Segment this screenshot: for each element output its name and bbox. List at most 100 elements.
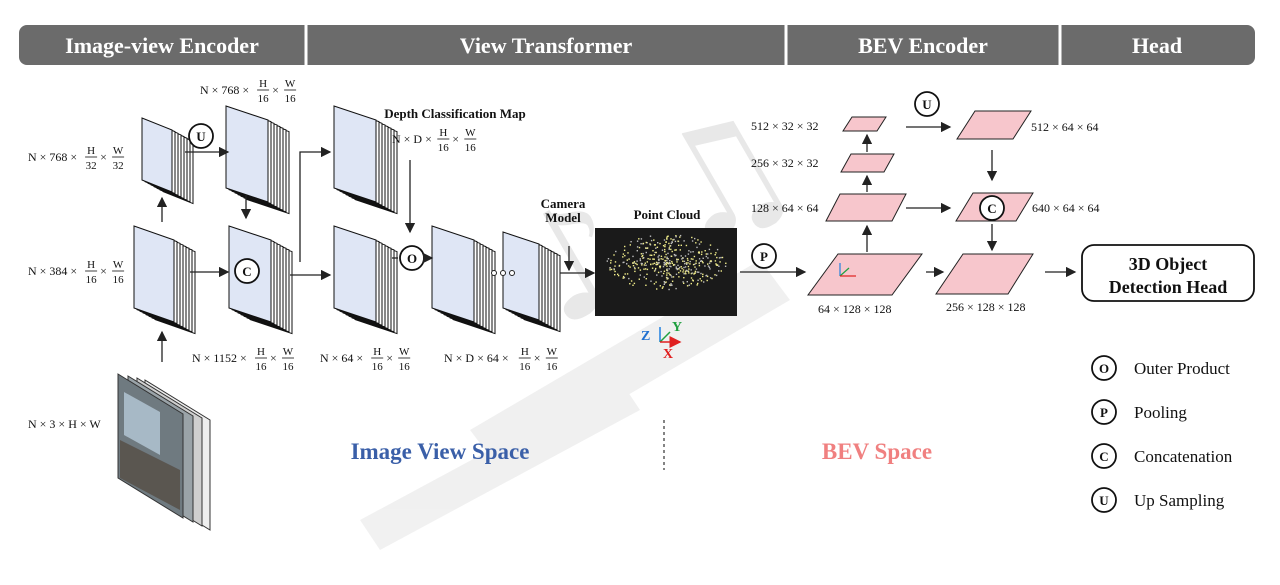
svg-text:W: W (285, 78, 296, 90)
op-upsample-enc: U (188, 123, 214, 149)
svg-text:16: 16 (256, 361, 268, 373)
svg-text:16: 16 (283, 361, 295, 373)
header-view-transformer: View Transformer (460, 33, 633, 58)
feature-stack-vt-depth (333, 105, 398, 215)
legend-symbol: P (1100, 405, 1108, 420)
axis-x-label: X (663, 347, 673, 362)
svg-text:×: × (100, 150, 107, 164)
svg-text:32: 32 (113, 160, 124, 172)
svg-text:16: 16 (438, 142, 450, 154)
svg-text:W: W (113, 259, 124, 271)
svg-text:W: W (547, 346, 558, 358)
svg-text:16: 16 (113, 274, 125, 286)
legend-symbol: C (1099, 449, 1108, 464)
svg-text:×: × (386, 351, 393, 365)
svg-text:W: W (465, 127, 476, 139)
svg-text:H: H (373, 346, 381, 358)
op-outer-product: O (399, 245, 425, 271)
head-box-line1: 3D Object (1129, 254, 1207, 274)
legend-item-up-sampling: U Up Sampling (1091, 487, 1225, 513)
head-box-line2: Detection Head (1109, 277, 1227, 297)
axis-gizmo: Z Y X (641, 320, 682, 362)
svg-text:H: H (257, 346, 265, 358)
label-image-view-space: Image View Space (351, 439, 530, 464)
dim-bev-cat: 640 × 64 × 64 (1032, 201, 1100, 215)
svg-text:16: 16 (465, 142, 477, 154)
feature-stack-enc-up (225, 105, 290, 215)
detection-head-box: 3D Object Detection Head (1081, 244, 1255, 302)
svg-text:32: 32 (86, 160, 97, 172)
svg-text:W: W (399, 346, 410, 358)
legend-symbol: O (1099, 361, 1109, 376)
header-background (19, 25, 1255, 65)
dim-enc-low: N × 768 ×H32×W32 (28, 145, 125, 172)
label-point-cloud: Point Cloud (634, 207, 702, 222)
svg-text:N × 384 ×: N × 384 × (28, 264, 77, 278)
svg-text:16: 16 (258, 93, 270, 105)
header-image-view-encoder: Image-view Encoder (65, 33, 259, 58)
bev-plane-cat: C (955, 192, 1034, 222)
bev-plane-base (807, 253, 923, 296)
bev-plane-up (956, 110, 1032, 140)
svg-text:16: 16 (86, 274, 98, 286)
legend-label: Pooling (1134, 403, 1187, 422)
svg-text:×: × (452, 132, 459, 146)
feature-stack-enc-mid (133, 225, 196, 335)
svg-text:×: × (272, 83, 279, 97)
svg-text:×: × (270, 351, 277, 365)
dim-enc-mid: N × 384 ×H16×W16 (28, 259, 125, 286)
axis-z-label: Z (641, 329, 650, 344)
bev-plane-out (935, 253, 1034, 295)
dim-bev-out: 256 × 128 × 128 (946, 300, 1026, 314)
svg-text:16: 16 (372, 361, 384, 373)
dim-vt-out: N × D × 64 ×H16×W16 (444, 346, 558, 373)
feature-stack-enc-low (141, 117, 194, 205)
dim-input-image: N × 3 × H × W (28, 417, 101, 431)
label-bev-space: BEV Space (822, 439, 932, 464)
svg-text:C: C (242, 264, 251, 279)
svg-text:×: × (100, 264, 107, 278)
label-camera-model-line1: Camera (541, 196, 586, 211)
dim-bev-l2: 256 × 32 × 32 (751, 156, 819, 170)
feature-stack-vt-out2 (502, 231, 561, 333)
svg-text:16: 16 (546, 361, 558, 373)
svg-text:P: P (760, 249, 768, 264)
legend-symbol: U (1099, 493, 1109, 508)
dim-bev-base: 64 × 128 × 128 (818, 302, 892, 316)
svg-text:W: W (113, 145, 124, 157)
svg-text:U: U (196, 129, 206, 144)
svg-text:H: H (87, 145, 95, 157)
op-concat-enc: C (234, 258, 260, 284)
label-depth-classification-map: Depth Classification Map (384, 106, 526, 121)
svg-text:H: H (521, 346, 529, 358)
op-upsample-bev: U (914, 91, 940, 117)
feature-stack-vt-out1 (431, 225, 496, 335)
svg-text:N × 1152 ×: N × 1152 × (192, 351, 247, 365)
header-bar: Image-view Encoder View Transformer BEV … (19, 25, 1255, 65)
svg-text:N × D × 64 ×: N × D × 64 × (444, 351, 509, 365)
legend-label: Up Sampling (1134, 491, 1225, 510)
svg-text:N × D ×: N × D × (392, 132, 432, 146)
svg-text:N × 64 ×: N × 64 × (320, 351, 363, 365)
axis-y-label: Y (672, 320, 682, 335)
header-bev-encoder: BEV Encoder (858, 33, 988, 58)
svg-text:16: 16 (399, 361, 411, 373)
dim-vt-feat: N × 64 ×H16×W16 (320, 346, 411, 373)
dim-bev-up: 512 × 64 × 64 (1031, 120, 1099, 134)
op-pooling: P (751, 243, 777, 269)
legend-item-pooling: P Pooling (1091, 399, 1187, 425)
svg-text:16: 16 (285, 93, 297, 105)
svg-text:W: W (283, 346, 294, 358)
chain-dots (491, 270, 515, 276)
svg-text:N × 768 ×: N × 768 × (28, 150, 77, 164)
svg-text:O: O (407, 251, 417, 266)
bev-arrows (861, 121, 1077, 278)
dim-enc-up: N × 768 ×H16×W16 (200, 78, 297, 105)
svg-text:H: H (259, 78, 267, 90)
dim-bev-l3: 128 × 64 × 64 (751, 201, 819, 215)
dim-bev-l1: 512 × 32 × 32 (751, 119, 819, 133)
